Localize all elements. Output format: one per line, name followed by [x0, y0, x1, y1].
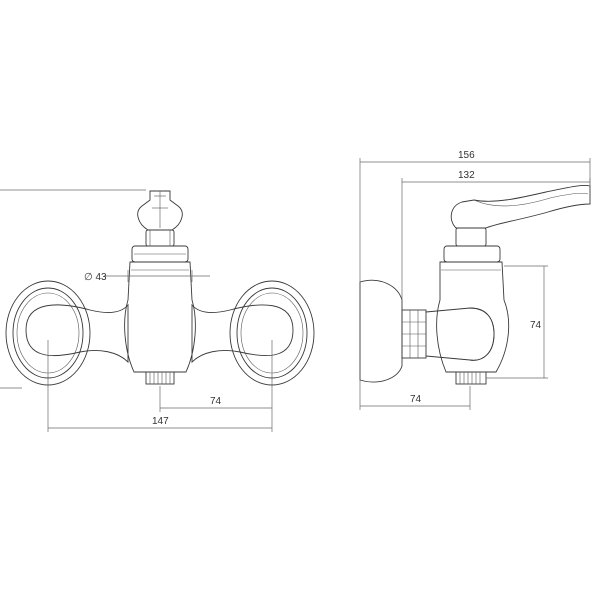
side-cap [443, 245, 501, 263]
lever-depth-label: 132 [458, 170, 475, 181]
height-label: 74 [530, 320, 542, 331]
side-outlet-thread [455, 371, 487, 385]
outlet-thread [145, 371, 175, 385]
center-spacing-dimension: 74 [159, 340, 273, 412]
front-view: ∅ 43 74 147 [0, 189, 315, 432]
cartridge-cap [131, 229, 189, 263]
overall-width-label: 147 [152, 416, 169, 427]
diameter-dimension: ∅ 43 [84, 270, 210, 283]
side-mixer-body [436, 261, 510, 373]
lever-depth-dimension: 132 [401, 170, 591, 300]
hex-connector [401, 309, 427, 359]
outlet-depth-dimension: 74 [359, 380, 471, 410]
height-dimension: 74 [486, 265, 548, 379]
outlet-depth-label: 74 [410, 394, 422, 405]
lever-handle [450, 185, 591, 229]
side-view: 156 132 74 74 [359, 150, 591, 410]
right-arm [191, 303, 294, 364]
side-wall-flange [359, 279, 403, 383]
total-depth-dimension: 156 [359, 150, 591, 282]
left-arm [25, 303, 129, 364]
diameter-label: ∅ 43 [84, 272, 107, 283]
total-depth-label: 156 [458, 150, 475, 161]
mixer-body [124, 261, 196, 373]
handle [137, 190, 183, 231]
overall-width-dimension: 147 [47, 340, 273, 432]
center-spacing-label: 74 [210, 396, 222, 407]
side-arm [425, 307, 495, 361]
